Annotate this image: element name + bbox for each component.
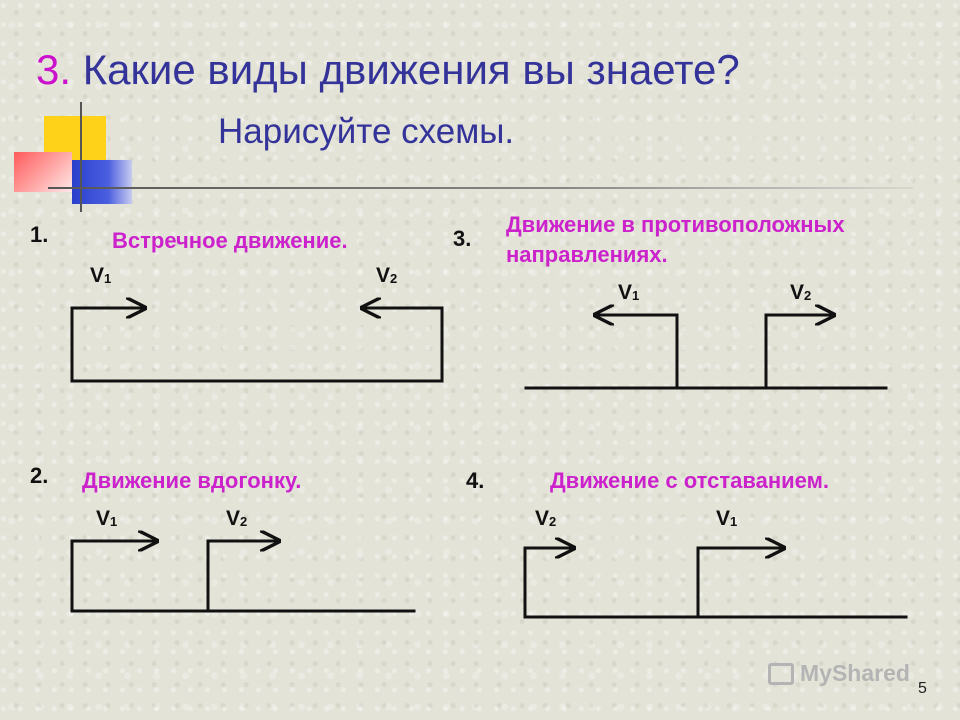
diagram-oncoming — [72, 308, 442, 381]
presentation-icon — [768, 663, 794, 685]
watermark-text: MyShared — [800, 660, 910, 686]
watermark: MyShared — [768, 660, 910, 687]
diagram-lagging — [525, 548, 906, 617]
diagram-pursuit — [72, 541, 414, 611]
diagram-opposite — [526, 315, 886, 388]
page-number: 5 — [918, 680, 927, 698]
